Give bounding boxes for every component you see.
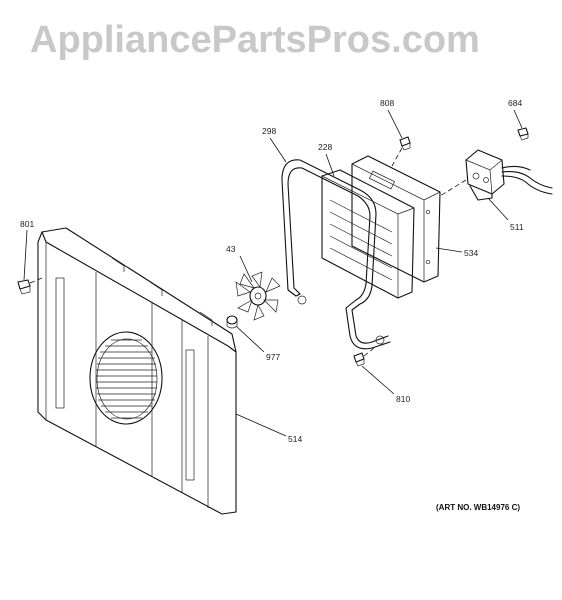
screw-808 xyxy=(391,136,411,167)
art-number: (ART NO. WB14976 C) xyxy=(436,503,520,512)
callout-977: 977 xyxy=(266,352,280,362)
thermostat-511 xyxy=(439,149,553,201)
callout-298: 298 xyxy=(262,126,276,136)
callout-534: 534 xyxy=(464,248,478,258)
watermark-logo: AppliancePartsPros.com xyxy=(30,19,480,61)
fan-blade-43 xyxy=(235,271,281,321)
callout-684: 684 xyxy=(508,98,522,108)
screw-801 xyxy=(17,277,43,295)
callout-511: 511 xyxy=(510,222,524,232)
callout-810: 810 xyxy=(396,394,410,404)
screw-810 xyxy=(353,347,375,367)
nut-977 xyxy=(226,315,238,329)
leader-lines xyxy=(23,109,523,437)
bracket-534 xyxy=(351,155,441,283)
back-panel-514 xyxy=(37,227,237,515)
screw-684 xyxy=(517,127,529,141)
callout-514: 514 xyxy=(288,434,302,444)
callout-228: 228 xyxy=(318,142,332,152)
callout-43: 43 xyxy=(226,244,236,254)
heating-element-298 xyxy=(281,159,391,350)
callout-808: 808 xyxy=(380,98,394,108)
callout-801: 801 xyxy=(20,219,34,229)
insulation-228 xyxy=(321,169,415,299)
